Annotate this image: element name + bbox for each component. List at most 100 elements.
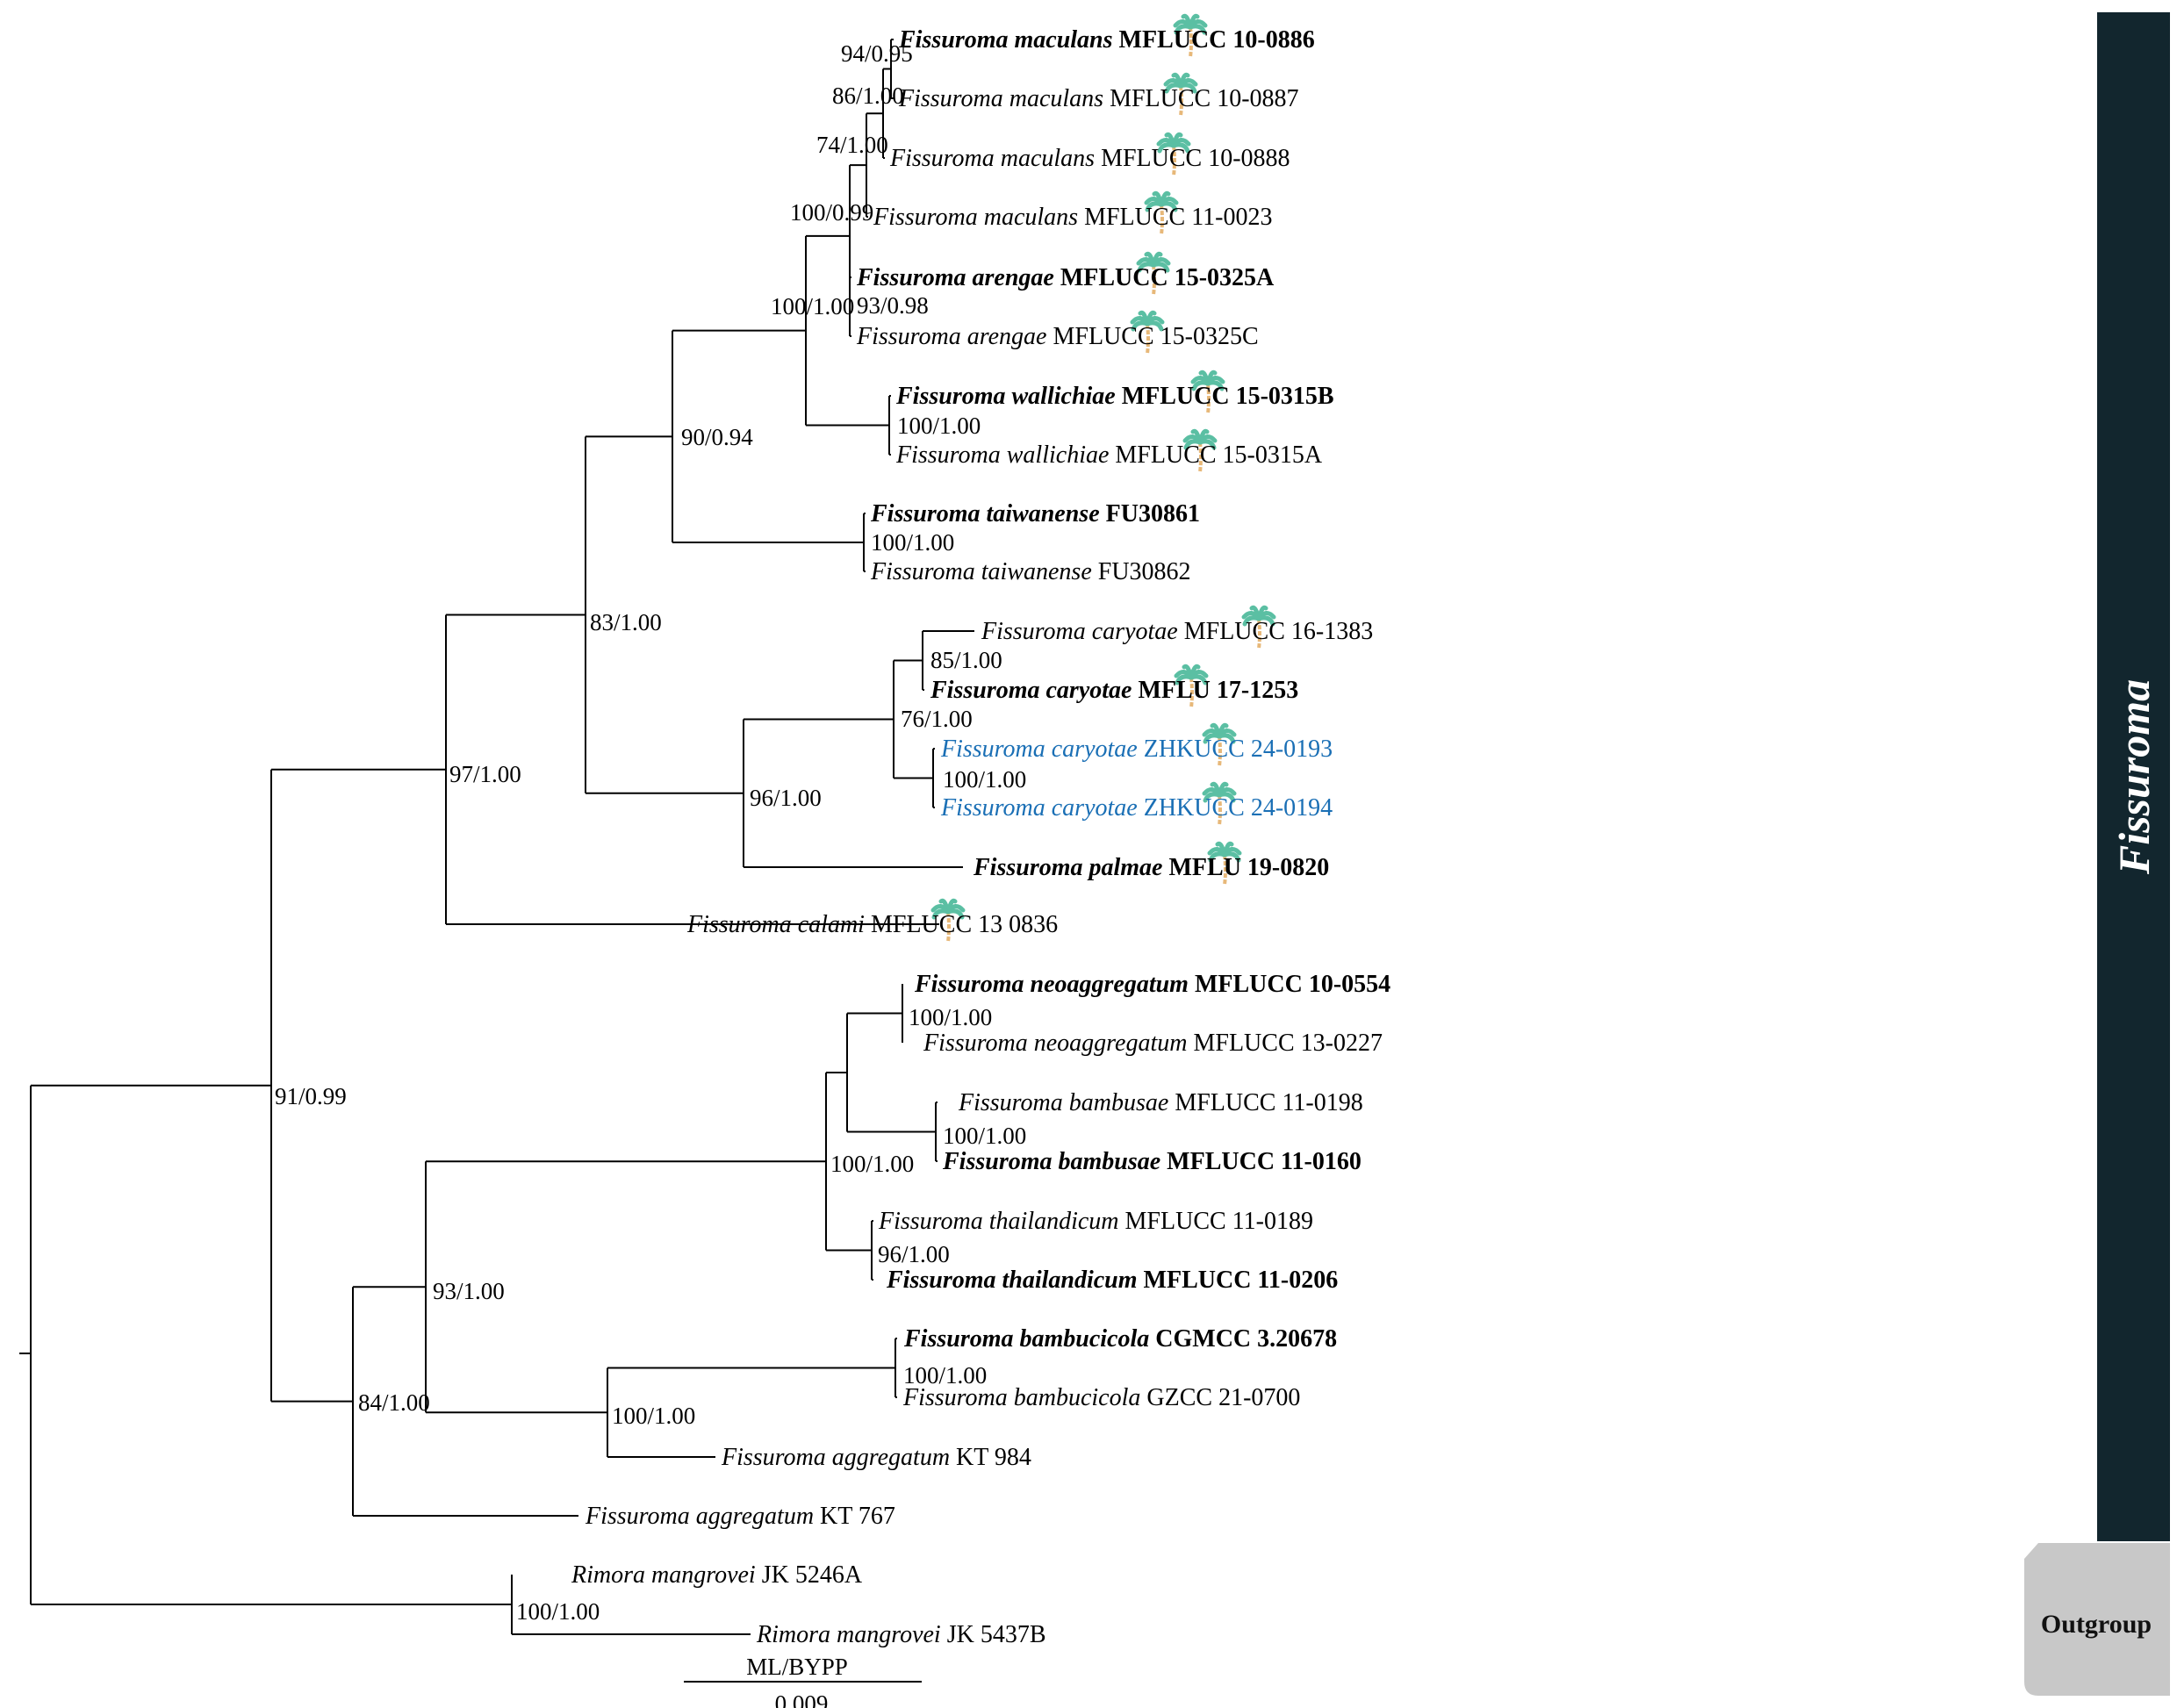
taxon-label: Fissuroma taiwanense FU30861 [870, 500, 1200, 527]
support-value: 100/0.99 [790, 199, 873, 226]
support-value: 100/1.00 [771, 293, 854, 319]
taxon-strain: MFLUCC 15-0325A [1054, 264, 1275, 291]
taxon-strain: MFLUCC 11-0160 [1160, 1148, 1362, 1175]
taxon-species-name: Fissuroma aggregatum [721, 1444, 950, 1471]
support-value: 85/1.00 [930, 647, 1002, 673]
taxon-species-name: Fissuroma bambusae [942, 1148, 1160, 1175]
support-value: 100/1.00 [903, 1362, 987, 1389]
taxon-species-name: Fissuroma taiwanense [870, 500, 1100, 527]
support-value: 94/0.95 [841, 40, 913, 67]
support-value: 76/1.00 [901, 706, 973, 732]
taxon-species-name: Fissuroma bambucicola [902, 1384, 1140, 1411]
palm-tree-icon [1202, 722, 1237, 767]
taxon-species-name: Fissuroma palmae [973, 854, 1162, 881]
taxon-label: Rimora mangrovei JK 5246A [571, 1561, 863, 1589]
support-value: 100/1.00 [943, 1123, 1026, 1149]
taxon-label: Fissuroma wallichiae MFLUCC 15-0315B [895, 383, 1334, 410]
taxon-species-name: Fissuroma calami [686, 911, 865, 938]
scale-value-label: 0.009 [775, 1690, 829, 1708]
taxon-strain: FU30861 [1100, 500, 1200, 527]
taxon-strain: MFLUCC 15-0315A [1109, 441, 1322, 469]
palm-tree-icon [1144, 190, 1179, 235]
taxon-species-name: Fissuroma caryotae [940, 736, 1138, 763]
taxon-strain: MFLUCC 10-0554 [1189, 971, 1390, 998]
taxon-strain: MFLUCC 11-0198 [1168, 1089, 1362, 1116]
taxon-label: Fissuroma bambucicola GZCC 21-0700 [902, 1384, 1300, 1411]
taxon-strain: KT 984 [950, 1444, 1031, 1471]
support-value: 96/1.00 [750, 785, 822, 811]
palm-tree-icon [1173, 13, 1208, 58]
taxon-label: Fissuroma arengae MFLUCC 15-0325A [856, 264, 1275, 291]
support-value: 97/1.00 [449, 761, 521, 787]
taxon-species-name: Fissuroma wallichiae [895, 383, 1116, 410]
support-value: 84/1.00 [358, 1389, 430, 1416]
taxon-strain: MFLUCC 11-0206 [1138, 1267, 1339, 1294]
palm-tree-icon [1241, 605, 1276, 649]
taxon-species-name: Fissuroma arengae [856, 264, 1054, 291]
taxon-species-name: Fissuroma thailandicum [886, 1267, 1138, 1294]
support-value: 100/1.00 [830, 1151, 914, 1177]
taxon-label: Fissuroma calami MFLUCC 13 0836 [686, 911, 1058, 938]
taxon-label: Fissuroma thailandicum MFLUCC 11-0189 [878, 1208, 1313, 1235]
taxon-strain: MFLUCC 16-1383 [1178, 618, 1373, 645]
palm-tree-icon [1190, 370, 1225, 414]
support-key-label: ML/BYPP [746, 1654, 848, 1680]
taxon-strain: MFLUCC 15-0325C [1046, 323, 1258, 350]
support-value: 100/1.00 [909, 1004, 992, 1030]
taxon-species-name: Fissuroma arengae [856, 323, 1046, 350]
taxon-strain: MFLUCC 10-0888 [1095, 145, 1290, 172]
taxon-label: Fissuroma taiwanense FU30862 [870, 558, 1191, 585]
taxon-strain: MFLUCC 11-0023 [1078, 204, 1272, 231]
support-value: 91/0.99 [275, 1083, 347, 1109]
support-value: 90/0.94 [681, 424, 753, 450]
taxon-strain: MFLU 19-0820 [1162, 854, 1329, 881]
taxon-species-name: Rimora mangrovei [756, 1621, 941, 1648]
palm-tree-icon [1136, 251, 1171, 296]
taxon-strain: JK 5246A [756, 1561, 863, 1589]
support-value: 100/1.00 [516, 1598, 600, 1625]
taxon-label: Fissuroma bambusae MFLUCC 11-0198 [958, 1089, 1363, 1116]
support-value: 74/1.00 [816, 132, 888, 158]
taxon-label: Fissuroma caryotae ZHKUCC 24-0193 [940, 736, 1333, 763]
taxon-label: Fissuroma palmae MFLU 19-0820 [973, 854, 1329, 881]
palm-tree-icon [1130, 310, 1165, 355]
support-value: 100/1.00 [871, 529, 954, 556]
support-values: 94/0.9586/1.0074/1.00100/0.9993/0.98100/… [275, 40, 1026, 1625]
taxon-species-name: Rimora mangrovei [571, 1561, 756, 1589]
taxon-species-name: Fissuroma maculans [873, 204, 1078, 231]
palm-tree-icon [930, 898, 966, 943]
taxon-label: Fissuroma thailandicum MFLUCC 11-0206 [886, 1267, 1338, 1294]
palm-tree-icon [1182, 428, 1218, 473]
taxon-label: Rimora mangrovei JK 5437B [756, 1621, 1046, 1648]
taxon-label: Fissuroma bambucicola CGMCC 3.20678 [903, 1325, 1337, 1353]
taxon-species-name: Fissuroma thailandicum [878, 1208, 1119, 1235]
support-value: 100/1.00 [897, 413, 981, 439]
palm-host-icons [930, 13, 1276, 943]
support-value: 100/1.00 [612, 1403, 695, 1429]
taxon-label: Fissuroma aggregatum KT 984 [721, 1444, 1031, 1471]
taxon-strain: MFLUCC 11-0189 [1119, 1208, 1313, 1235]
support-value: 100/1.00 [943, 766, 1026, 793]
taxon-species-name: Fissuroma caryotae [930, 677, 1132, 704]
taxon-strain: MFLUCC 15-0315B [1116, 383, 1334, 410]
taxon-label: Fissuroma maculans MFLUCC 10-0886 [898, 26, 1315, 54]
taxon-species-name: Fissuroma aggregatum [585, 1503, 814, 1530]
taxon-species-name: Fissuroma wallichiae [895, 441, 1109, 469]
taxon-species-name: Fissuroma caryotae [981, 618, 1178, 645]
fissuroma-clade-bar [2097, 12, 2170, 1541]
taxon-species-name: Fissuroma neoaggregatum [923, 1030, 1187, 1057]
palm-tree-icon [1156, 132, 1191, 176]
support-value: 86/1.00 [832, 83, 904, 109]
support-value: 96/1.00 [878, 1241, 950, 1267]
taxon-strain: MFLUCC 10-0887 [1103, 85, 1298, 112]
taxon-species-name: Fissuroma maculans [898, 26, 1113, 54]
outgroup-label: Outgroup [2041, 1610, 2152, 1639]
taxon-label: Fissuroma neoaggregatum MFLUCC 13-0227 [923, 1030, 1383, 1057]
taxon-strain: FU30862 [1092, 558, 1191, 585]
taxon-label: Fissuroma caryotae MFLU 17-1253 [930, 677, 1298, 704]
taxon-strain: MFLUCC 13 0836 [865, 911, 1058, 938]
tree-branches [19, 39, 974, 1635]
taxon-species-name: Fissuroma maculans [898, 85, 1103, 112]
taxon-strain: GZCC 21-0700 [1140, 1384, 1300, 1411]
taxon-label: Fissuroma maculans MFLUCC 10-0888 [889, 145, 1290, 172]
